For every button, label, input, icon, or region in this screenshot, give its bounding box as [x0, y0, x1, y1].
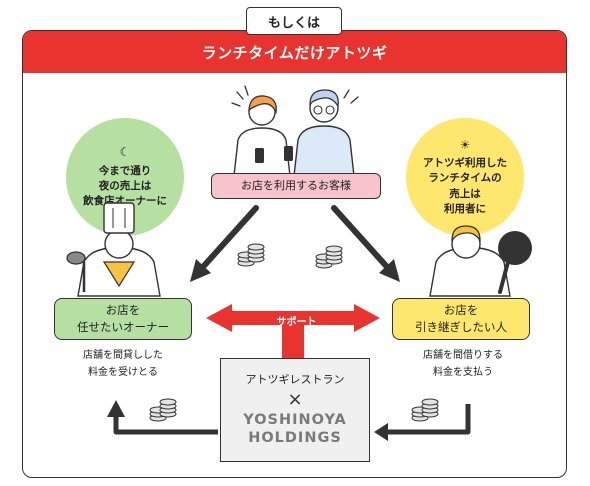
owner-line: 任せたいオーナー	[77, 320, 169, 334]
moon-icon: ☾	[119, 145, 131, 160]
owner-note: 店舗を間貸しした 料金を受けとる	[58, 347, 188, 381]
note-line: 店舗を間借りする	[423, 350, 503, 361]
note-line: 店舗を間貸しした	[83, 350, 163, 361]
successor-line: 引き継ぎしたい人	[415, 320, 507, 334]
frame-header: ランチタイムだけアトツギ	[23, 31, 566, 73]
headquarters-box: アトツギレストラン × YOSHINOYA HOLDINGS	[220, 358, 370, 462]
company-name-line2: HOLDINGS	[248, 430, 342, 446]
frame-title: ランチタイムだけアトツギ	[201, 43, 388, 62]
sun-icon: ☀	[459, 137, 471, 152]
night-sales-bubble: ☾ 今まで通り 夜の売上は 飲食店オーナーに	[66, 118, 184, 236]
owner-box: お店を 任せたいオーナー	[54, 298, 192, 340]
bubble-line: 夜の売上は	[98, 180, 152, 193]
company-name-line1: YOSHINOYA	[243, 412, 347, 428]
bubble-line: 売上は	[449, 187, 481, 200]
customer-label: お店を利用するお客様	[211, 173, 381, 199]
bubble-line: アトツギ利用した	[423, 157, 507, 170]
successor-box: お店を 引き継ぎしたい人	[392, 298, 530, 340]
bubble-line: ランチタイムの	[428, 172, 502, 185]
lunch-sales-bubble: ☀ アトツギ利用した ランチタイムの 売上は 利用者に	[406, 118, 524, 236]
note-line: 料金を受けとる	[88, 367, 158, 378]
note-line: 料金を支払う	[433, 367, 493, 378]
successor-note: 店舗を間借りする 料金を支払う	[398, 347, 528, 381]
support-label: サポート	[276, 317, 317, 328]
alternative-tag: もしくは	[246, 7, 342, 35]
service-name: アトツギレストラン	[245, 373, 345, 386]
cross-mark: ×	[287, 389, 303, 410]
successor-line: お店を	[443, 303, 479, 318]
bubble-line: 飲食店オーナーに	[83, 195, 167, 208]
bubble-line: 利用者に	[444, 202, 486, 215]
bubble-line: 今まで通り	[98, 164, 152, 177]
owner-line: お店を	[105, 303, 141, 318]
